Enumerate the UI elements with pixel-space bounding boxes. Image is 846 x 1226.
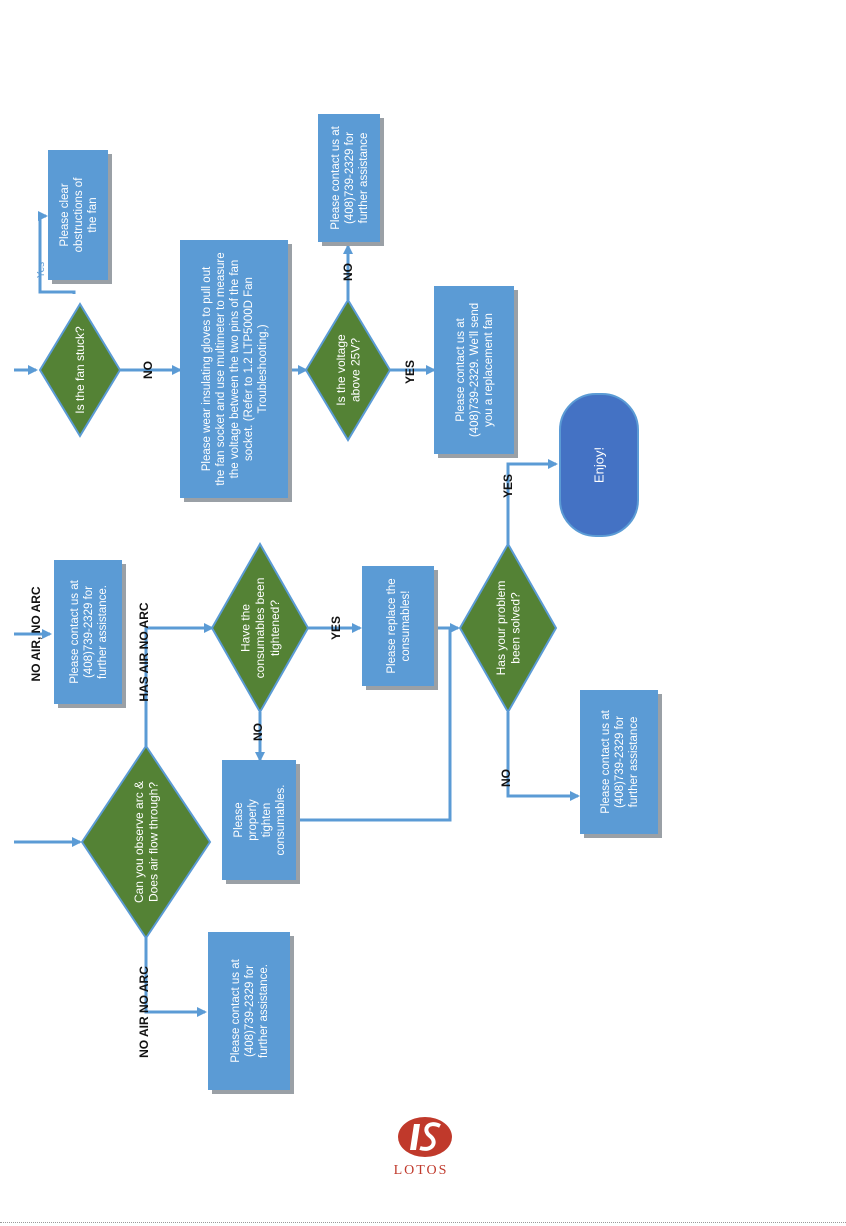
diamond-observe-arc: Can you observe arc &Does air flow throu… bbox=[80, 744, 212, 940]
box-replacement-fan-text: Please contact us at(408)739-2329. We'll… bbox=[455, 303, 495, 437]
diamond-solved: Has your problembeen solved? bbox=[458, 541, 558, 715]
label-tightened-yes: YES bbox=[329, 616, 343, 640]
label-solved-yes: YES bbox=[501, 474, 515, 498]
box-replace-rect bbox=[362, 566, 434, 686]
footer-divider bbox=[0, 1222, 846, 1223]
box-replacement-fan-rect bbox=[434, 286, 514, 454]
lotos-logo: LOTOS bbox=[394, 1117, 452, 1178]
box-contact-not-solved-rect bbox=[580, 690, 658, 834]
diamond-fan-stuck: Is the fan stuck? bbox=[38, 302, 122, 438]
logo-mark bbox=[398, 1117, 452, 1157]
label-fan-no: NO bbox=[141, 361, 155, 379]
diamond-observe-arc-shape bbox=[80, 744, 212, 940]
terminal-enjoy-shape bbox=[559, 393, 639, 537]
label-no-air-no-arc: NO AIR NO ARC bbox=[137, 966, 151, 1058]
diamond-tightened-text: Have theconsumables beentightened? bbox=[239, 578, 282, 679]
box-replacement-fan: Please contact us at(408)739-2329. We'll… bbox=[434, 286, 518, 458]
edge-solved-no bbox=[506, 712, 580, 801]
edge-solved-yes bbox=[506, 459, 558, 546]
edge-fan-yes bbox=[38, 211, 76, 294]
box-measure-text: Please wear insulating gloves to pull ou… bbox=[201, 252, 269, 485]
diamond-voltage-text: Is the voltageabove 25V? bbox=[334, 334, 363, 406]
diamond-solved-text: Has your problembeen solved? bbox=[494, 581, 523, 676]
terminal-enjoy: Enjoy! bbox=[559, 393, 639, 537]
connectors bbox=[14, 211, 580, 1017]
label-voltage-yes: YES bbox=[403, 360, 417, 384]
box-measure: Please wear insulating gloves to pull ou… bbox=[180, 240, 292, 502]
box-contact-no-air-no-arc-top-rect bbox=[54, 560, 122, 704]
diamond-fan-stuck-shape bbox=[38, 302, 122, 438]
label-solved-no: NO bbox=[499, 769, 513, 787]
label-fan-yes: Yes bbox=[36, 262, 47, 278]
diamond-voltage-shape bbox=[304, 298, 392, 442]
logo-stroke-i bbox=[410, 1124, 420, 1150]
box-tighten-rect bbox=[222, 760, 296, 880]
label-has-air-no-arc: HAS AIR NO ARC bbox=[137, 602, 151, 701]
edge-labels: NO AIR NO ARC NO AIR, NO ARC HAS AIR NO AR… bbox=[29, 262, 515, 1058]
edge-has-air-no-arc bbox=[144, 623, 214, 750]
edge-no-air-no-arc bbox=[144, 936, 207, 1017]
diamond-tightened: Have theconsumables beentightened? bbox=[210, 541, 310, 715]
box-contact-no-air-no-arc-rect bbox=[208, 932, 290, 1090]
diamond-tightened-shape bbox=[210, 541, 310, 715]
logo-wordmark: LOTOS bbox=[394, 1163, 449, 1178]
diamond-voltage: Is the voltageabove 25V? bbox=[304, 298, 392, 442]
label-tighten-no: NO bbox=[251, 723, 265, 741]
box-contact-voltage-no-rect bbox=[318, 114, 380, 242]
terminal-enjoy-text: Enjoy! bbox=[592, 447, 607, 483]
label-voltage-no: NO bbox=[341, 263, 355, 281]
box-measure-rect bbox=[180, 240, 288, 498]
diamond-observe-arc-text: Can you observe arc &Does air flow throu… bbox=[132, 781, 161, 903]
box-clear-fan-rect bbox=[48, 150, 108, 280]
diamond-fan-stuck-text: Is the fan stuck? bbox=[73, 326, 87, 414]
diamond-solved-shape bbox=[458, 541, 558, 715]
label-no-air-no-arc-top: NO AIR, NO ARC bbox=[29, 586, 43, 681]
logo-stroke-s bbox=[419, 1122, 441, 1151]
